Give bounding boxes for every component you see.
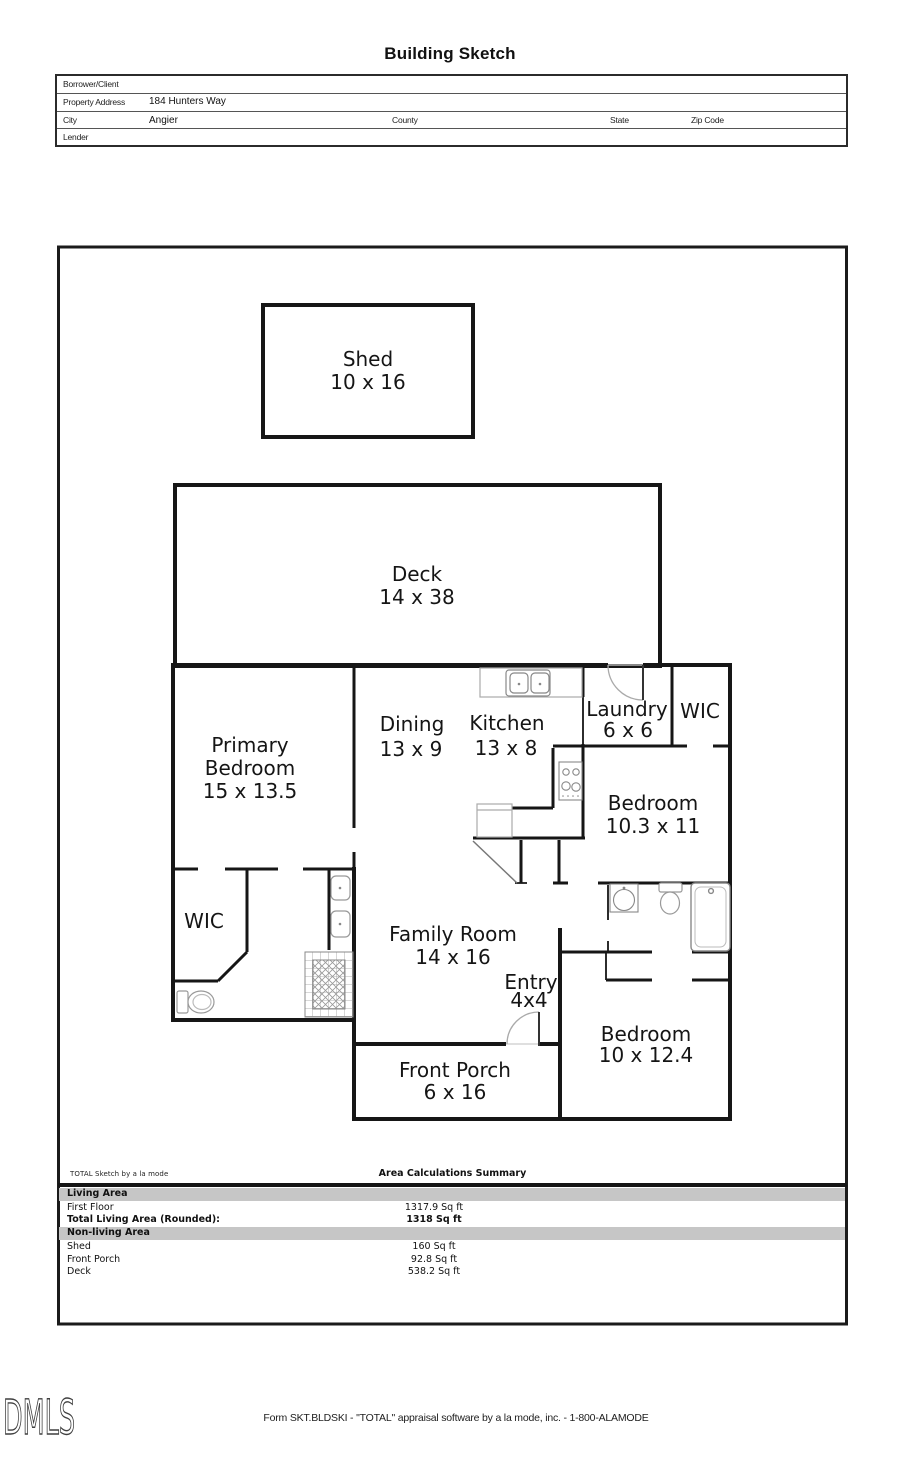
table-row: First Floor 1317.9 Sq ft <box>59 1202 845 1215</box>
room-dims-front-porch: 6 x 16 <box>424 1080 487 1104</box>
dmls-logo: DMLS <box>0 1388 200 1453</box>
living-area-header: Living Area <box>59 1188 845 1201</box>
form-footer-line: Form SKT.BLDSKI - "TOTAL" appraisal soft… <box>263 1412 649 1424</box>
table-top-border <box>58 1183 847 1187</box>
row-value: 160 Sq ft <box>412 1241 456 1252</box>
room-label-family-room: Family Room <box>389 922 517 946</box>
row-label: Total Living Area (Rounded): <box>67 1214 220 1225</box>
city-label: City <box>63 115 77 125</box>
row-label: First Floor <box>67 1201 114 1213</box>
room-label-entry: Entry <box>504 970 557 994</box>
room-label-shed: Shed <box>343 347 393 371</box>
row-divider <box>57 111 846 112</box>
bathtub-icon <box>690 882 731 952</box>
row-divider <box>57 93 846 94</box>
sketch-border <box>57 245 848 1326</box>
room-label-bedroom-2: Bedroom <box>601 1022 691 1046</box>
room-label-wic-right: WIC <box>680 699 720 723</box>
refrigerator-icon <box>476 803 513 838</box>
door-swing-icon <box>506 664 644 1046</box>
table-row-total: Total Living Area (Rounded): 1318 Sq ft <box>59 1214 845 1227</box>
row-label: Deck <box>67 1266 91 1277</box>
table-row: Shed 160 Sq ft <box>59 1241 845 1254</box>
shower-icon <box>304 951 354 1018</box>
room-label-bedroom-1: Bedroom <box>608 791 698 815</box>
room-label-deck: Deck <box>392 562 443 586</box>
room-dims-laundry: 6 x 6 <box>603 718 653 742</box>
room-dims-primary-bedroom: 15 x 13.5 <box>203 779 298 803</box>
stove-icon <box>558 761 583 801</box>
property-address-label: Property Address <box>63 97 125 107</box>
row-divider <box>57 128 846 129</box>
room-dims-family-room: 14 x 16 <box>415 945 490 969</box>
county-label: County <box>392 115 418 125</box>
room-dims-bedroom-1: 10.3 x 11 <box>606 814 701 838</box>
dmls-logo-text: DMLS <box>3 1390 75 1446</box>
toilet-icon <box>176 990 215 1014</box>
living-area-header-label: Living Area <box>67 1188 128 1199</box>
room-label-laundry: Laundry <box>586 697 668 721</box>
row-value: 1317.9 Sq ft <box>404 1201 464 1213</box>
lender-label: Lender <box>63 132 89 142</box>
room-dims-kitchen: 13 x 8 <box>475 736 538 760</box>
property-address-value: 184 Hunters Way <box>149 96 226 107</box>
borrower-label: Borrower/Client <box>63 79 119 89</box>
area-summary-title: Area Calculations Summary <box>378 1168 527 1179</box>
row-value: 1318 Sq ft <box>406 1214 462 1225</box>
room-label-kitchen: Kitchen <box>469 711 544 735</box>
room-label-front-porch: Front Porch <box>399 1058 511 1082</box>
toilet-icon <box>658 882 683 915</box>
room-label-wic-left: WIC <box>184 909 224 933</box>
deck-outline <box>173 483 662 668</box>
table-row: Front Porch 92.8 Sq ft <box>59 1254 845 1267</box>
row-value: 92.8 Sq ft <box>410 1253 458 1265</box>
page-title: Building Sketch <box>384 44 516 63</box>
room-dims-shed: 10 x 16 <box>330 370 405 394</box>
kitchen-double-sink-icon <box>505 669 551 697</box>
room-label-dining: Dining <box>380 712 445 736</box>
vanity-sink-icon <box>330 875 351 938</box>
room-dims-entry: 4x4 <box>510 988 547 1012</box>
sketch-watermark: TOTAL Sketch by a la mode <box>70 1170 169 1178</box>
walls <box>171 663 732 1121</box>
room-dims-deck: 14 x 38 <box>379 585 454 609</box>
zip-label: Zip Code <box>691 115 724 125</box>
row-label: Front Porch <box>67 1253 121 1265</box>
nonliving-area-header-label: Non-living Area <box>67 1227 150 1238</box>
table-row: Deck 538.2 Sq ft <box>59 1266 845 1279</box>
state-label: State <box>610 115 629 125</box>
room-label-primary-bedroom-2: Bedroom <box>205 756 295 780</box>
city-value: Angier <box>149 115 178 126</box>
shed-outline <box>261 303 475 439</box>
room-label-primary-bedroom: Primary <box>211 733 288 757</box>
row-label: Shed <box>67 1241 91 1252</box>
room-dims-bedroom-2: 10 x 12.4 <box>599 1043 694 1067</box>
nonliving-area-header: Non-living Area <box>59 1227 845 1240</box>
bathroom-sink-icon <box>609 883 639 913</box>
room-dims-dining: 13 x 9 <box>380 737 443 761</box>
row-value: 538.2 Sq ft <box>407 1266 461 1277</box>
header-form-table: Borrower/Client Property Address 184 Hun… <box>55 74 848 147</box>
room-labels: Shed 10 x 16 Deck 14 x 38 Primary Bedroo… <box>184 347 720 1104</box>
